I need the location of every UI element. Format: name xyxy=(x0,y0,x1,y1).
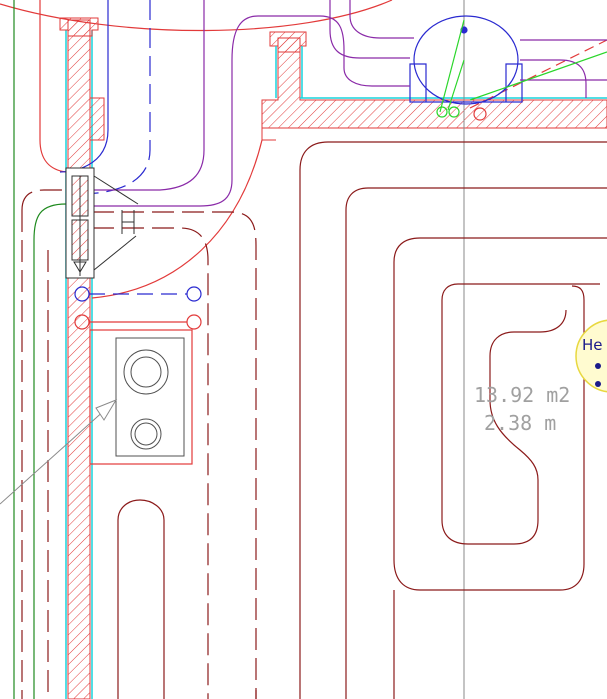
green-fitting-1 xyxy=(436,106,448,118)
leader-line xyxy=(0,399,117,505)
guide-green-3 xyxy=(469,51,607,101)
dashed-left-1 xyxy=(21,189,66,211)
edge-label-dot-1 xyxy=(595,363,601,369)
boiler-circle-small-outer xyxy=(130,418,162,450)
room-length-text: 2.38 m xyxy=(484,411,556,435)
leader-arrow xyxy=(0,398,118,505)
blue-pipe-1 xyxy=(59,0,109,173)
loop-5 xyxy=(441,283,600,520)
red-fitting-right xyxy=(186,314,202,330)
loop-2 xyxy=(345,187,607,699)
green-pipes xyxy=(13,0,607,699)
red-door-arc xyxy=(91,139,263,299)
edge-circle-label: He xyxy=(575,319,607,393)
green-pipe-bend xyxy=(33,203,67,699)
loop-6 xyxy=(441,309,567,545)
red-pipe-left-1 xyxy=(39,0,67,173)
purple-pipe-top-4 xyxy=(520,59,587,98)
purple-pipe-2 xyxy=(92,15,259,207)
boiler xyxy=(115,337,185,457)
heating-loops xyxy=(117,141,607,699)
room-label: 13.92 m2 2.38 m xyxy=(474,383,570,435)
dashed-brown-2 xyxy=(92,227,209,699)
purple-pipe-1 xyxy=(92,0,205,191)
boiler-circle-large-outer xyxy=(123,349,169,395)
loop-1 xyxy=(299,141,607,699)
green-fitting-2 xyxy=(448,106,460,118)
guide-green-2 xyxy=(439,19,465,113)
red-fitting-top xyxy=(473,107,487,121)
boiler-outline xyxy=(89,329,193,465)
manifold-diag-2 xyxy=(93,235,137,271)
boiler-circle-large-inner xyxy=(130,356,162,388)
boiler-circle-small-inner xyxy=(134,422,158,446)
purple-pipe-top-3 xyxy=(349,0,414,39)
dashed-pipes xyxy=(21,189,257,699)
loop-4 xyxy=(393,285,585,591)
wall-bump-1 xyxy=(90,97,105,141)
red-arc-top xyxy=(0,0,393,32)
manifold xyxy=(65,167,139,279)
blue-fitting-right xyxy=(186,286,202,302)
manifold-h-symbol xyxy=(121,210,135,234)
leader-arrowhead xyxy=(95,398,118,421)
purple-pipe-top-1 xyxy=(258,15,410,87)
edge-label-circle xyxy=(575,319,607,393)
manifold-diag-1 xyxy=(93,175,139,205)
wall-cap-top-right xyxy=(269,31,307,53)
room-area-text: 13.92 m2 xyxy=(474,383,570,407)
purple-pipe-top-2 xyxy=(329,0,410,59)
red-dashed-diag xyxy=(469,39,607,109)
wall-vertical-left xyxy=(67,19,91,699)
loop-7 xyxy=(117,499,165,699)
manifold-arrow xyxy=(73,261,87,273)
walls xyxy=(59,17,607,699)
wall-horizontal-top xyxy=(261,37,607,129)
manifold-ellipse xyxy=(413,15,519,105)
edge-label-dot-2 xyxy=(595,381,601,387)
loop-3 xyxy=(393,237,607,699)
edge-label-text: He xyxy=(582,336,603,354)
dashed-brown-1 xyxy=(92,211,257,699)
guide-green-1 xyxy=(447,59,465,111)
manifold-base xyxy=(409,63,523,103)
boiler-body xyxy=(115,337,185,457)
purple-pipes xyxy=(92,0,607,207)
